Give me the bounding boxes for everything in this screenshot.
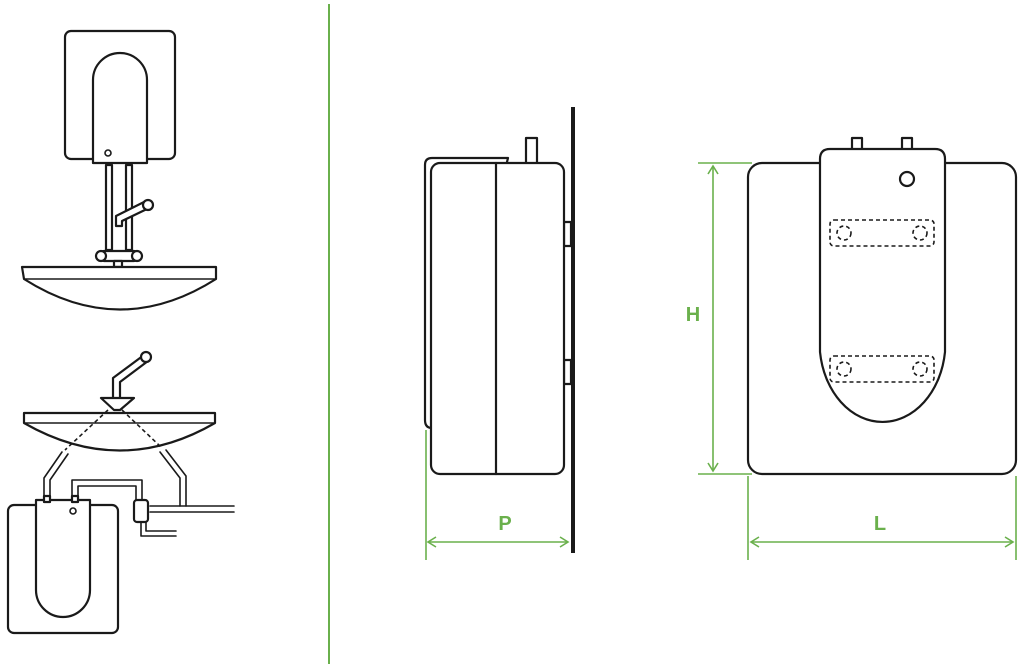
over-sink-washbasin bbox=[20, 265, 218, 311]
indicator-lamp-icon bbox=[104, 149, 112, 157]
faucet-base bbox=[99, 396, 136, 412]
mounting-hole-bottom-left-icon bbox=[836, 361, 852, 377]
length-arrow-right-icon bbox=[1004, 536, 1015, 548]
under-sink-installation bbox=[6, 350, 235, 635]
mixer-knob-left-icon bbox=[94, 249, 108, 263]
dimension-lines bbox=[425, 162, 1017, 560]
hidden-pipe-left bbox=[64, 409, 109, 451]
front-view-indicator-lamp-icon bbox=[898, 170, 916, 188]
under-sink-indicator-lamp-icon bbox=[69, 507, 77, 515]
under-sink-connector-right bbox=[70, 494, 80, 504]
front-view bbox=[746, 136, 1018, 476]
drain-outlet bbox=[140, 521, 177, 537]
height-arrow-bottom-icon bbox=[707, 462, 719, 473]
side-view bbox=[423, 107, 575, 553]
side-view-body bbox=[429, 161, 566, 476]
length-label: L bbox=[874, 513, 886, 535]
drain-outlet-2 bbox=[145, 521, 177, 532]
side-view-pipe bbox=[524, 136, 539, 166]
under-sink-heater-front-panel bbox=[34, 498, 92, 619]
height-label: H bbox=[686, 304, 700, 326]
supply-line-top bbox=[71, 479, 143, 501]
mounting-hole-bottom-right-icon bbox=[912, 361, 928, 377]
length-arrow-left-icon bbox=[749, 536, 760, 548]
hidden-pipe-right bbox=[121, 409, 163, 449]
mixer-knob-right-icon bbox=[130, 249, 144, 263]
depth-arrow-left-icon bbox=[426, 536, 437, 548]
over-sink-pipe-left bbox=[104, 163, 114, 252]
over-sink-heater-front-panel bbox=[91, 51, 149, 165]
supply-line-top-2 bbox=[77, 485, 137, 501]
hose-hot-left-2 bbox=[49, 453, 69, 499]
under-sink-connector-left bbox=[42, 494, 52, 504]
height-arrow-top-icon bbox=[707, 164, 719, 175]
hose-cold-right bbox=[159, 451, 181, 507]
mounting-hole-top-left-icon bbox=[836, 225, 852, 241]
over-sink-installation bbox=[20, 29, 218, 311]
hose-cold-right-2 bbox=[165, 449, 187, 507]
depth-arrow-right-icon bbox=[559, 536, 570, 548]
depth-label: P bbox=[498, 513, 511, 535]
mounting-hole-top-right-icon bbox=[912, 225, 928, 241]
mounting-wall bbox=[571, 107, 575, 553]
faucet-handle-icon bbox=[139, 350, 153, 364]
hose-hot-left bbox=[43, 451, 63, 499]
under-sink-washbasin bbox=[22, 411, 217, 452]
over-sink-mixer-handle-icon bbox=[141, 198, 155, 212]
safety-valve-icon bbox=[132, 498, 150, 524]
front-view-front-panel bbox=[818, 147, 947, 424]
